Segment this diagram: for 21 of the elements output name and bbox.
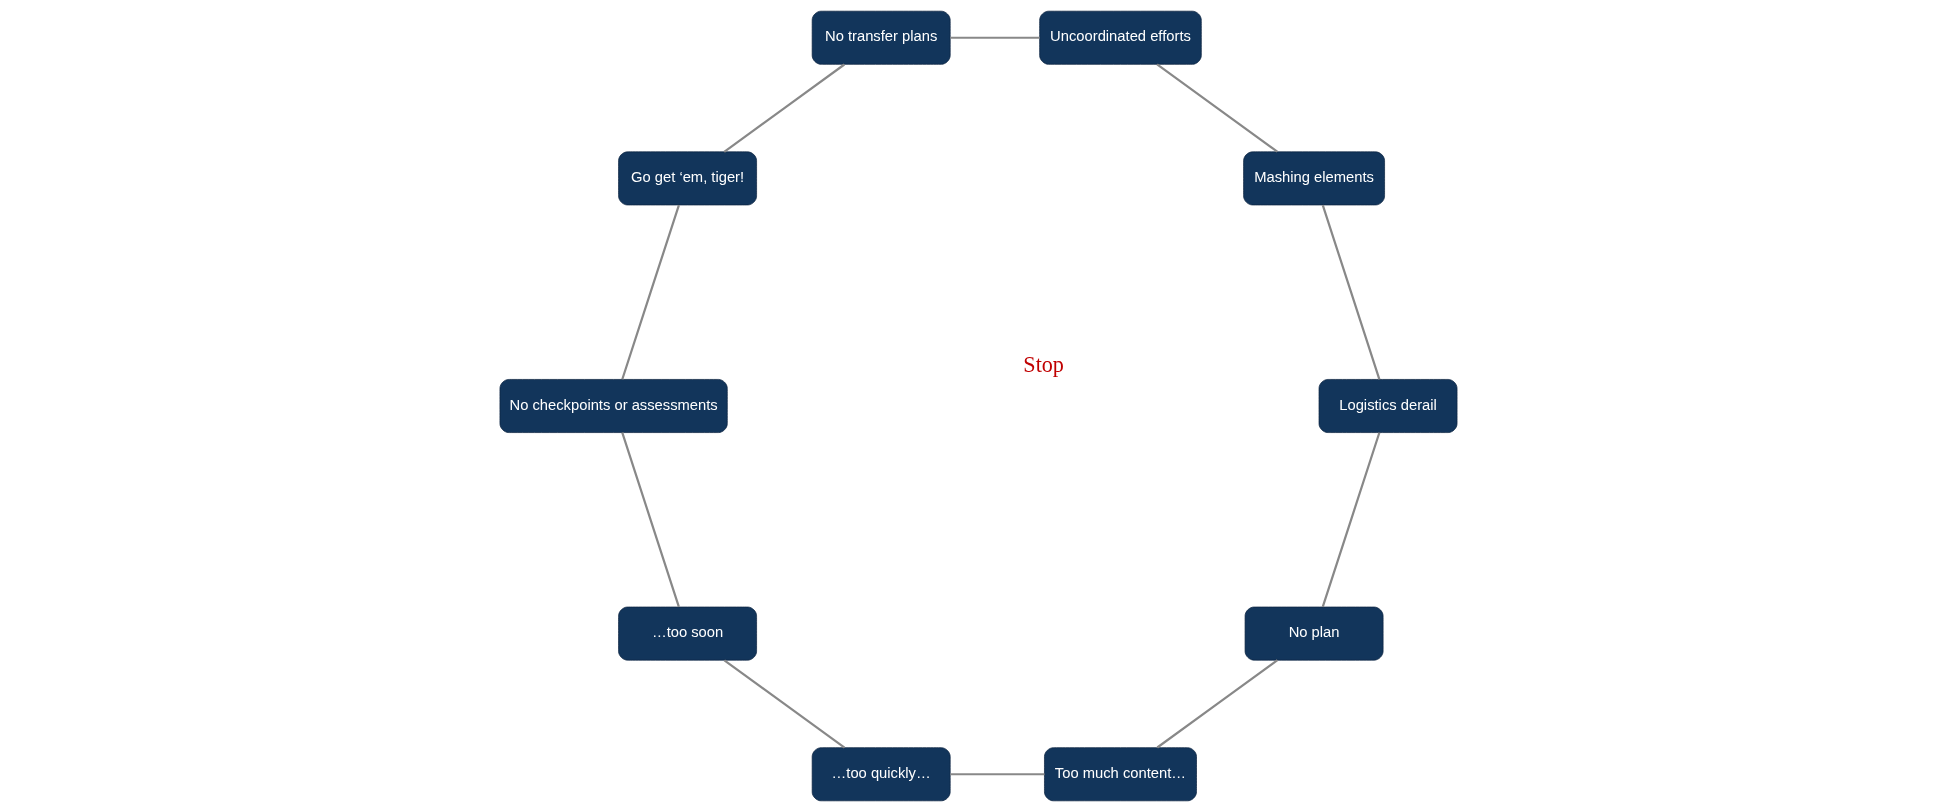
node-box: …too soon xyxy=(618,606,757,661)
node-box: Go get ‘em, tiger! xyxy=(618,151,757,206)
connector xyxy=(950,36,1040,39)
connector xyxy=(621,432,680,608)
node-box: Mashing elements xyxy=(1243,151,1385,206)
label: Stop xyxy=(1023,352,1064,378)
node-box: Too much content… xyxy=(1044,747,1197,802)
connector xyxy=(1156,659,1279,749)
connector xyxy=(723,659,846,749)
node-box: …too quickly… xyxy=(811,747,951,802)
connector xyxy=(1156,63,1278,153)
connector xyxy=(621,204,680,380)
connector xyxy=(723,63,845,153)
connector xyxy=(1321,432,1381,608)
node-box: Uncoordinated efforts xyxy=(1039,10,1202,65)
connector xyxy=(950,773,1045,776)
node-box: No transfer plans xyxy=(811,10,951,65)
node-box: No checkpoints or assessments xyxy=(499,379,728,433)
node-box: Logistics derail xyxy=(1318,379,1458,433)
connector xyxy=(1321,204,1381,380)
node-box: No plan xyxy=(1244,606,1384,661)
